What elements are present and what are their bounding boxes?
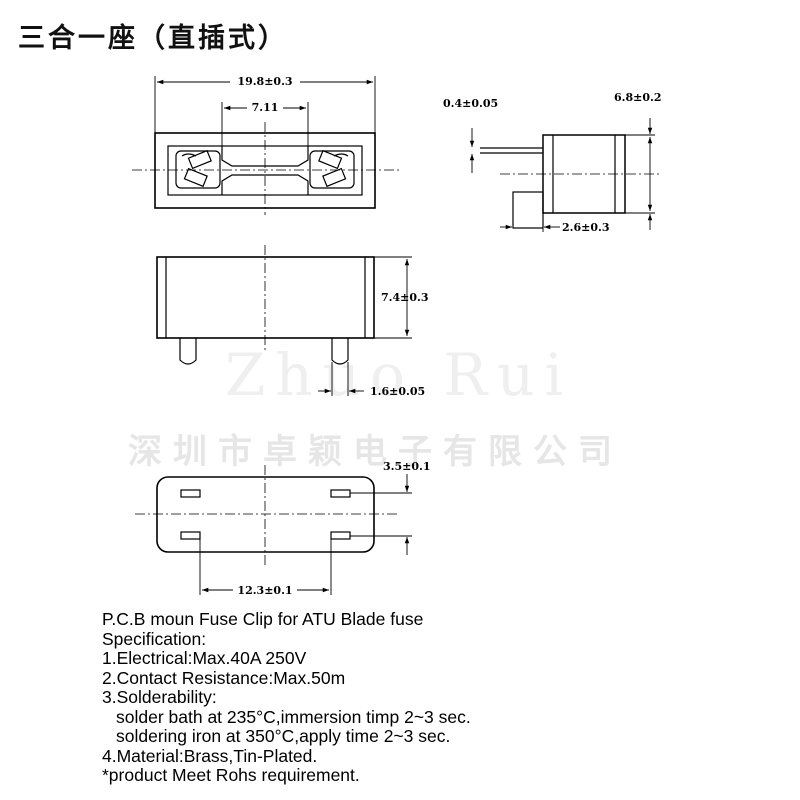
watermark-chinese: 深圳市卓颖电子有限公司: [128, 432, 623, 472]
right-clip: [309, 150, 355, 189]
dim-height: 7.4±0.3: [381, 291, 429, 304]
spec-item-soldering-iron: soldering iron at 350°C,apply time 2~3 s…: [116, 726, 451, 746]
front-view-pin-right: [331, 338, 349, 365]
bottom-view-body: [156, 476, 375, 553]
slot-bottom-right: [330, 531, 351, 540]
dim-side-width: 6.8±0.2: [614, 91, 662, 104]
spec-label: Specification:: [102, 628, 207, 649]
slot-bottom-left: [180, 531, 201, 540]
dim-slot-span: 12.3±0.1: [237, 584, 292, 597]
dim-pin-offset: 2.6±0.3: [562, 221, 610, 234]
specification-text: P.C.B moun Fuse Clip for ATU Blade fuse …: [102, 609, 471, 786]
dim-pin-width: 1.6±0.05: [370, 385, 425, 398]
left-clip: [175, 150, 221, 189]
dim-pin-thickness: 0.4±0.05: [443, 97, 498, 110]
page-title: 三合一座（直插式）: [18, 23, 288, 54]
spec-item-contact-resistance: 2.Contact Resistance:Max.50m: [102, 667, 346, 688]
watermark-latin: Zhuo Rui: [225, 341, 573, 409]
spec-note-rohs: *product Meet Rohs requirement.: [102, 765, 360, 785]
side-view: [480, 134, 626, 229]
side-view-pin: [512, 191, 544, 229]
front-view-pin-left: [179, 338, 197, 365]
bottom-view: [156, 476, 375, 553]
spec-item-electrical: 1.Electrical:Max.40A 250V: [102, 648, 307, 668]
slot-top-left: [180, 489, 201, 498]
spec-heading: P.C.B moun Fuse Clip for ATU Blade fuse: [102, 609, 424, 629]
front-view-body: [156, 256, 375, 339]
spec-item-solder-bath: solder bath at 235°C,immersion timp 2~3 …: [116, 706, 471, 727]
spec-item-material: 4.Material:Brass,Tin-Plated.: [102, 745, 318, 766]
dim-slot-pitch: 3.5±0.1: [383, 460, 431, 473]
slot-top-right: [330, 489, 351, 498]
front-view: [156, 256, 375, 365]
dim-clip-spacing: 7.11: [252, 101, 279, 114]
dim-overall-length: 19.8±0.3: [237, 75, 292, 88]
spec-item-solderability: 3.Solderability:: [102, 687, 217, 707]
